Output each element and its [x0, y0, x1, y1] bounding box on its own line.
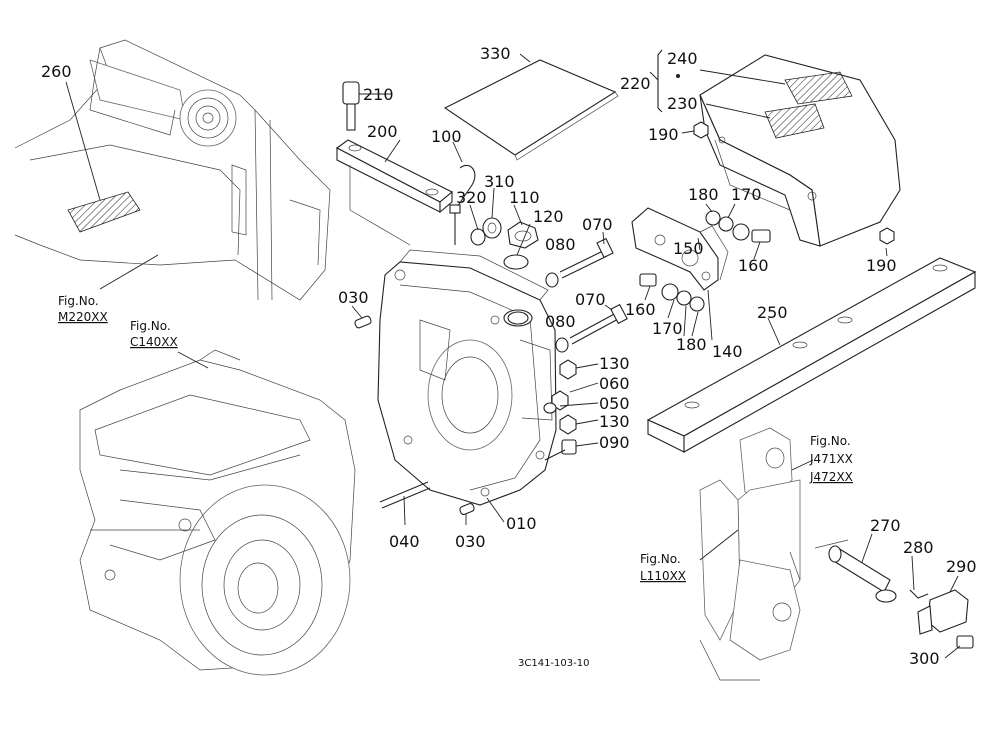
label-090[interactable]: 090	[599, 433, 630, 452]
label-040[interactable]: 040	[389, 532, 420, 551]
label-110[interactable]: 110	[509, 188, 540, 207]
label-180-lower[interactable]: 180	[676, 335, 707, 354]
inset-fender-area	[14, 39, 331, 301]
sheet-330	[443, 53, 619, 161]
fig-ref-j472-link[interactable]: J472XX	[809, 470, 853, 484]
label-080-lower[interactable]: 080	[545, 312, 576, 331]
plug-group	[469, 187, 539, 325]
label-330[interactable]: 330	[480, 44, 511, 63]
label-030-upper[interactable]: 030	[338, 288, 369, 307]
label-230[interactable]: 230	[667, 94, 698, 113]
figure-references: Fig.No. M220XX Fig.No. C140XX Fig.No. J4…	[58, 294, 853, 583]
drawing-code: 3C141-103-10	[518, 658, 589, 669]
stud-070-upper	[545, 231, 614, 288]
pin-030-upper	[351, 305, 372, 329]
label-170-lower[interactable]: 170	[652, 319, 683, 338]
fig-ref-l110-link[interactable]: L110XX	[640, 569, 686, 583]
label-070-lower[interactable]: 070	[575, 290, 606, 309]
pin-270	[828, 533, 897, 603]
label-210[interactable]: 210	[363, 85, 394, 104]
label-150[interactable]: 150	[673, 239, 704, 258]
plate-200	[335, 139, 453, 246]
label-160-upper[interactable]: 160	[738, 256, 769, 275]
fig-ref-m220-prefix: Fig.No.	[58, 294, 99, 308]
label-010[interactable]: 010	[506, 514, 537, 533]
label-190-right[interactable]: 190	[866, 256, 897, 275]
label-240[interactable]: 240	[667, 49, 698, 68]
label-180-upper[interactable]: 180	[688, 185, 719, 204]
stud-070-lower	[555, 303, 628, 353]
label-070-upper[interactable]: 070	[582, 215, 613, 234]
block-290	[917, 575, 969, 635]
clip-280	[909, 555, 929, 599]
drawbar-250	[646, 257, 977, 453]
label-100[interactable]: 100	[431, 127, 462, 146]
label-310[interactable]: 310	[484, 172, 515, 191]
label-270[interactable]: 270	[870, 516, 901, 535]
fig-ref-c140-link[interactable]: C140XX	[130, 335, 178, 349]
fasteners-lower	[639, 273, 713, 341]
linkage-assembly	[699, 427, 849, 681]
label-260-decal	[67, 191, 141, 233]
label-260[interactable]: 260	[41, 62, 72, 81]
label-300[interactable]: 300	[909, 649, 940, 668]
cover-240	[649, 49, 901, 247]
fasteners-upper	[705, 203, 771, 260]
label-250[interactable]: 250	[757, 303, 788, 322]
label-280[interactable]: 280	[903, 538, 934, 557]
nut-190-right	[879, 227, 895, 257]
label-120[interactable]: 120	[533, 207, 564, 226]
bolt-300	[944, 635, 974, 659]
pin-030-lower	[459, 503, 475, 525]
nuts-column	[543, 359, 599, 461]
label-170-upper[interactable]: 170	[731, 185, 762, 204]
bolt-210	[342, 81, 392, 131]
fig-ref-c140-prefix: Fig.No.	[130, 319, 171, 333]
housing-010	[377, 249, 557, 523]
label-050[interactable]: 050	[599, 394, 630, 413]
label-060[interactable]: 060	[599, 374, 630, 393]
nut-190-left	[681, 121, 709, 139]
label-160-lower[interactable]: 160	[625, 300, 656, 319]
part-labels: 260 210 200 100 330 310 320 110 120 070 …	[41, 44, 977, 668]
label-030-lower[interactable]: 030	[455, 532, 486, 551]
label-290[interactable]: 290	[946, 557, 977, 576]
label-320[interactable]: 320	[456, 188, 487, 207]
label-220[interactable]: 220	[620, 74, 651, 93]
dipstick-100	[449, 141, 476, 245]
bracket-150	[631, 207, 729, 291]
label-130-upper[interactable]: 130	[599, 354, 630, 373]
fig-ref-l110-prefix: Fig.No.	[640, 552, 681, 566]
label-190-left[interactable]: 190	[648, 125, 679, 144]
label-200[interactable]: 200	[367, 122, 398, 141]
decal-240	[784, 71, 853, 105]
fig-ref-j47x-prefix: Fig.No.	[810, 434, 851, 448]
label-080-upper[interactable]: 080	[545, 235, 576, 254]
label-140[interactable]: 140	[712, 342, 743, 361]
transmission-case-ghost	[79, 349, 356, 676]
fig-ref-m220-link[interactable]: M220XX	[58, 310, 108, 324]
stud-040	[379, 481, 431, 526]
decal-230	[764, 103, 825, 139]
fig-ref-j471-link[interactable]: J471XX	[809, 452, 853, 466]
label-130-lower[interactable]: 130	[599, 412, 630, 431]
